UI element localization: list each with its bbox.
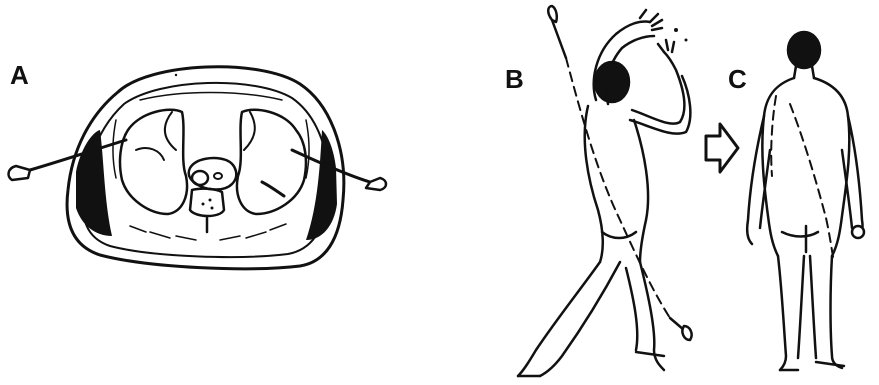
- figure-c-standing: [747, 32, 864, 370]
- figure-b-hand-2: [658, 40, 674, 52]
- figure-c-right-hand: [852, 226, 864, 238]
- right-lateral-muscle: [306, 130, 337, 240]
- figure-c-head: [788, 32, 820, 68]
- figure-b-right-foot: [636, 352, 664, 356]
- aorta: [192, 171, 208, 185]
- vertebra-dot-1: [202, 203, 205, 206]
- figure-c-right-arm-inner: [842, 150, 852, 228]
- left-lung-fissure: [165, 112, 176, 150]
- left-lung: [120, 110, 187, 214]
- figure-c-left-leg: [778, 256, 786, 370]
- left-lung-fissure-2: [136, 148, 164, 160]
- arrow-b-to-c: [706, 124, 738, 172]
- figure-b-stretch: [518, 6, 692, 376]
- left-drain-tip: [9, 166, 30, 180]
- figure-c-right-leg: [831, 256, 843, 368]
- figure-b-top-marker-tip: [548, 6, 557, 22]
- figure-b-bottom-marker-tip: [682, 326, 691, 340]
- right-lung: [237, 110, 306, 214]
- rib-arcs: [113, 93, 309, 179]
- figure-b-left-leg-inner: [540, 262, 620, 376]
- right-drain-tip: [366, 178, 386, 190]
- figure-c-right-leg-inner: [810, 256, 816, 358]
- thorax-cross-section: [9, 67, 386, 269]
- right-drain-inner-limb: [262, 182, 284, 196]
- vertebra: [190, 189, 224, 216]
- figure-b-top-hand: [640, 10, 662, 30]
- figure-c-buttocks: [782, 226, 818, 252]
- vertebra-dot-3: [211, 207, 214, 210]
- right-lung-fissure: [244, 112, 255, 150]
- vertebra-dot-2: [209, 199, 212, 202]
- figure-b-torso-left: [585, 106, 603, 262]
- thorax-outer-outline: [67, 67, 344, 269]
- figure-b-buttocks: [602, 232, 636, 238]
- figure-b-head: [595, 62, 629, 102]
- figure-b-right-leg-inner: [626, 268, 637, 350]
- esophagus: [214, 173, 222, 179]
- figure-b-torso-right: [634, 120, 648, 262]
- figure-b-top-marker: [552, 20, 566, 58]
- figure-c-left-leg-inner: [798, 256, 804, 358]
- figure-b-bent-arm: [632, 52, 684, 124]
